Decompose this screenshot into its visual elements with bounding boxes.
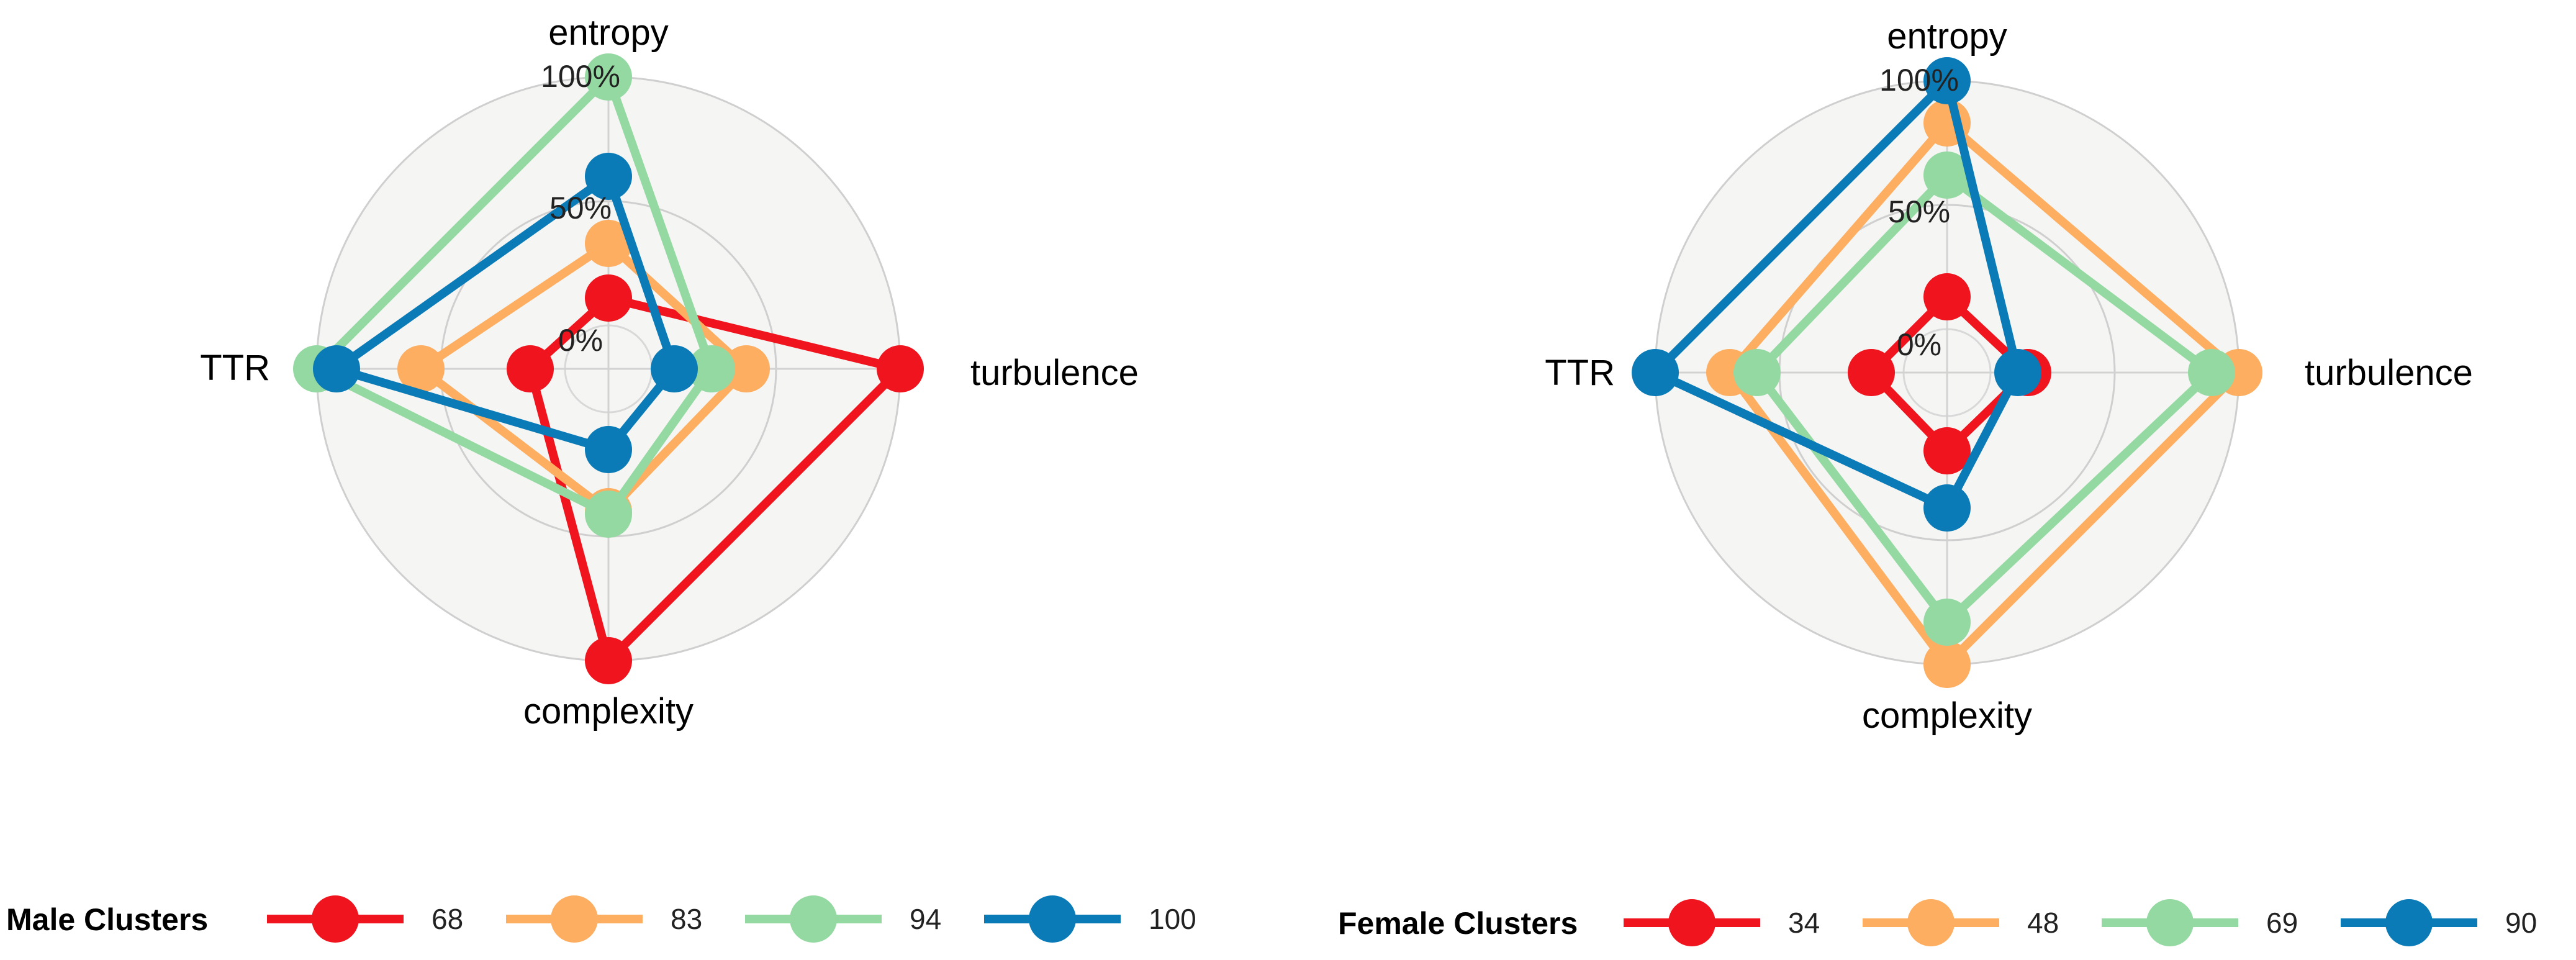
point-100-TTR xyxy=(313,345,360,392)
legend-swatch-point-48 xyxy=(1907,899,1955,946)
axis-label-complexity: complexity xyxy=(523,691,694,731)
legend-label-34: 34 xyxy=(1788,907,1820,939)
point-68-entropy xyxy=(585,274,632,322)
legend-label-90: 90 xyxy=(2505,907,2537,939)
legend-label-68: 68 xyxy=(432,903,463,935)
scale-label-50pct: 50% xyxy=(549,191,612,225)
point-83-turbulence xyxy=(723,345,770,392)
point-68-turbulence xyxy=(877,345,924,392)
axis-label-TTR: TTR xyxy=(200,348,270,388)
point-34-complexity xyxy=(1923,427,1971,474)
legend-swatch-point-100 xyxy=(1029,895,1076,943)
legend-label-48: 48 xyxy=(2027,907,2059,939)
legend-swatch-point-69 xyxy=(2146,899,2194,946)
legend-swatch-point-68 xyxy=(312,895,359,943)
legend-swatch-point-90 xyxy=(2385,899,2433,946)
axis-label-entropy: entropy xyxy=(1887,16,2007,57)
scale-label-100pct: 100% xyxy=(541,59,620,94)
point-94-complexity xyxy=(585,491,632,538)
radar-chart-1: entropy turbulence complexity TTR 0% 50% 100% xyxy=(200,12,1139,731)
point-94-turbulence xyxy=(688,345,735,392)
axis-label-complexity: complexity xyxy=(1862,695,2032,736)
point-69-turbulence xyxy=(2188,349,2235,396)
legend-swatch-point-83 xyxy=(551,895,598,943)
point-90-entropy xyxy=(1923,57,1971,104)
scale-label-0pct: 0% xyxy=(558,323,603,358)
point-83-TTR xyxy=(397,345,445,392)
axis-label-turbulence: turbulence xyxy=(2305,353,2473,393)
point-68-complexity xyxy=(585,637,632,684)
point-100-entropy xyxy=(585,153,632,200)
legend-swatch-point-34 xyxy=(1668,899,1715,946)
legend-label-94: 94 xyxy=(910,903,941,935)
point-34-entropy xyxy=(1923,273,1971,320)
legend-2: Female Clusters 34 48 69 90 xyxy=(1338,899,2537,946)
scale-label-50pct: 50% xyxy=(1888,194,1950,229)
point-34-TTR xyxy=(1848,349,1895,396)
point-69-entropy xyxy=(1923,152,1971,199)
legend-1: Male Clusters 68 83 94 100 xyxy=(6,895,1196,943)
legend-swatch-point-94 xyxy=(790,895,837,943)
legend-label-100: 100 xyxy=(1149,903,1196,935)
legend-title: Male Clusters xyxy=(6,902,208,937)
legend-label-69: 69 xyxy=(2266,907,2298,939)
point-94-entropy xyxy=(585,53,632,101)
radar-chart-2: entropy turbulence complexity TTR 0% 50% 100% xyxy=(1545,16,2473,736)
point-69-TTR xyxy=(1733,349,1781,396)
point-68-TTR xyxy=(507,345,554,392)
scale-label-0pct: 0% xyxy=(1897,327,1941,362)
axis-label-turbulence: turbulence xyxy=(970,353,1139,393)
point-83-entropy xyxy=(585,220,632,267)
point-90-complexity xyxy=(1923,484,1971,532)
legend-title: Female Clusters xyxy=(1338,906,1578,941)
point-48-complexity xyxy=(1923,641,1971,688)
point-100-turbulence xyxy=(651,345,698,392)
axis-label-TTR: TTR xyxy=(1545,353,1615,393)
scale-label-100pct: 100% xyxy=(1879,63,1959,97)
point-90-turbulence xyxy=(1994,349,2041,396)
axis-label-entropy: entropy xyxy=(548,12,668,53)
point-100-complexity xyxy=(585,426,632,473)
legend-label-83: 83 xyxy=(671,903,702,935)
point-90-TTR xyxy=(1632,349,1679,396)
point-69-complexity xyxy=(1923,599,1971,646)
